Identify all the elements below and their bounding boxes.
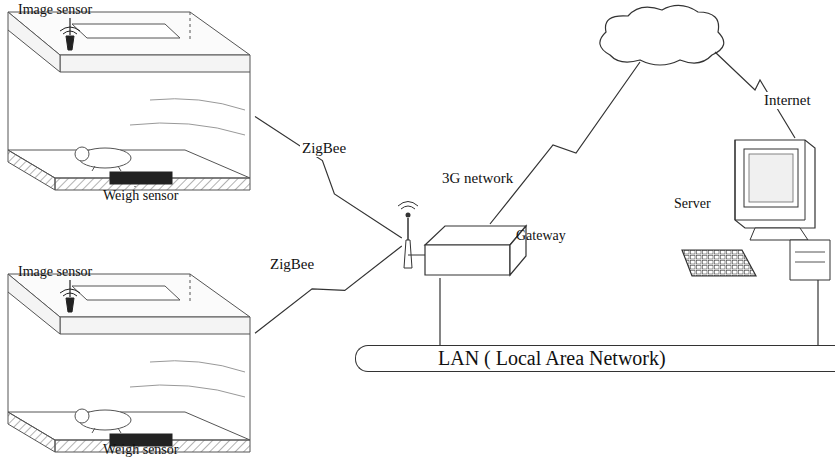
wireless-link [255,117,402,239]
link-label: ZigBee [300,140,348,157]
wired-link [439,278,440,345]
server-label: Server [674,196,711,212]
weigh-sensor-label: Weigh sensor [103,442,178,458]
lan-band: LAN ( Local Area Network) [355,345,835,372]
pen-node: Image sensorWeigh sensor [0,0,255,208]
link-label: ZigBee [268,256,316,273]
pen-node: Image sensorWeigh sensor [0,262,255,460]
network-label: 3G network [440,170,515,187]
network-label: Internet [762,92,813,109]
weigh-sensor-label: Weigh sensor [103,188,178,204]
lan-label: LAN ( Local Area Network) [438,347,666,369]
image-sensor-label: Image sensor [18,2,92,18]
gateway-node: Gateway [398,198,590,278]
server-node: Server [668,136,832,280]
wired-link [817,280,818,345]
wireless-link [255,246,402,333]
gateway-label: Gateway [516,228,566,244]
image-sensor-label: Image sensor [18,264,92,280]
